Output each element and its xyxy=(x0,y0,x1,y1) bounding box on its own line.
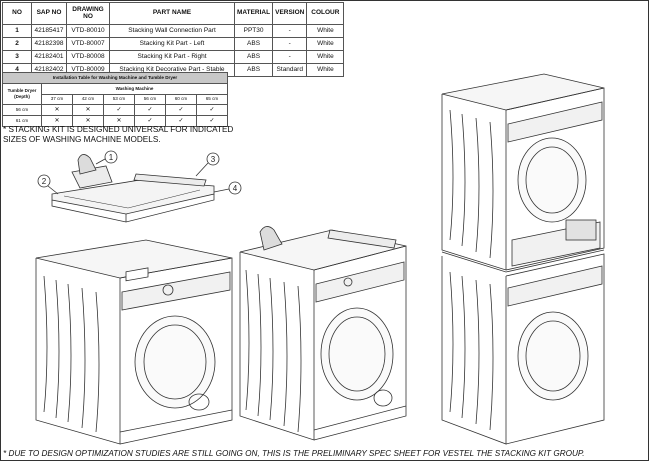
callout-4-label: 4 xyxy=(233,184,238,193)
footer-note: * DUE TO DESIGN OPTIMIZATION STUDIES ARE… xyxy=(3,449,585,458)
callout-2: 2 xyxy=(37,174,59,195)
callout-1-label: 1 xyxy=(109,153,114,162)
compat-cell: ✓ xyxy=(196,115,228,127)
row-label: 61 cm xyxy=(2,115,42,127)
washing-machine-drawing xyxy=(35,239,233,445)
cell-version: Standard xyxy=(272,63,308,77)
callout-3: 3 xyxy=(195,152,220,177)
callout-3-label: 3 xyxy=(211,155,216,164)
installation-table: Installation Table for Washing Machine a… xyxy=(2,72,228,127)
compat-cell: ✓ xyxy=(134,115,166,127)
table-row: 61 cm ✕ ✕ ✕ ✓ ✓ ✓ xyxy=(2,115,228,127)
callout-2-label: 2 xyxy=(42,177,47,186)
col-drawing-no: DRAWING NO xyxy=(66,2,110,25)
callout-1: 1 xyxy=(95,150,118,165)
stacked-dryer-washer-drawing xyxy=(441,73,605,445)
compat-cell: ✕ xyxy=(72,115,104,127)
stacking-kit-note: * STACKING KIT IS DESIGNED UNIVERSAL FOR… xyxy=(3,125,234,144)
stacking-kit-parts-drawing xyxy=(51,154,215,223)
table-row: 2 42182398 VTD-80007 Stacking Kit Part -… xyxy=(2,37,345,51)
callout-4: 4 xyxy=(213,181,242,195)
washing-machine-with-kit-drawing xyxy=(239,226,407,441)
cell-colour: White xyxy=(306,63,345,77)
compat-cell: ✕ xyxy=(103,115,135,127)
table-row: 56 cm ✕ ✕ ✓ ✓ ✓ ✓ xyxy=(2,104,228,116)
